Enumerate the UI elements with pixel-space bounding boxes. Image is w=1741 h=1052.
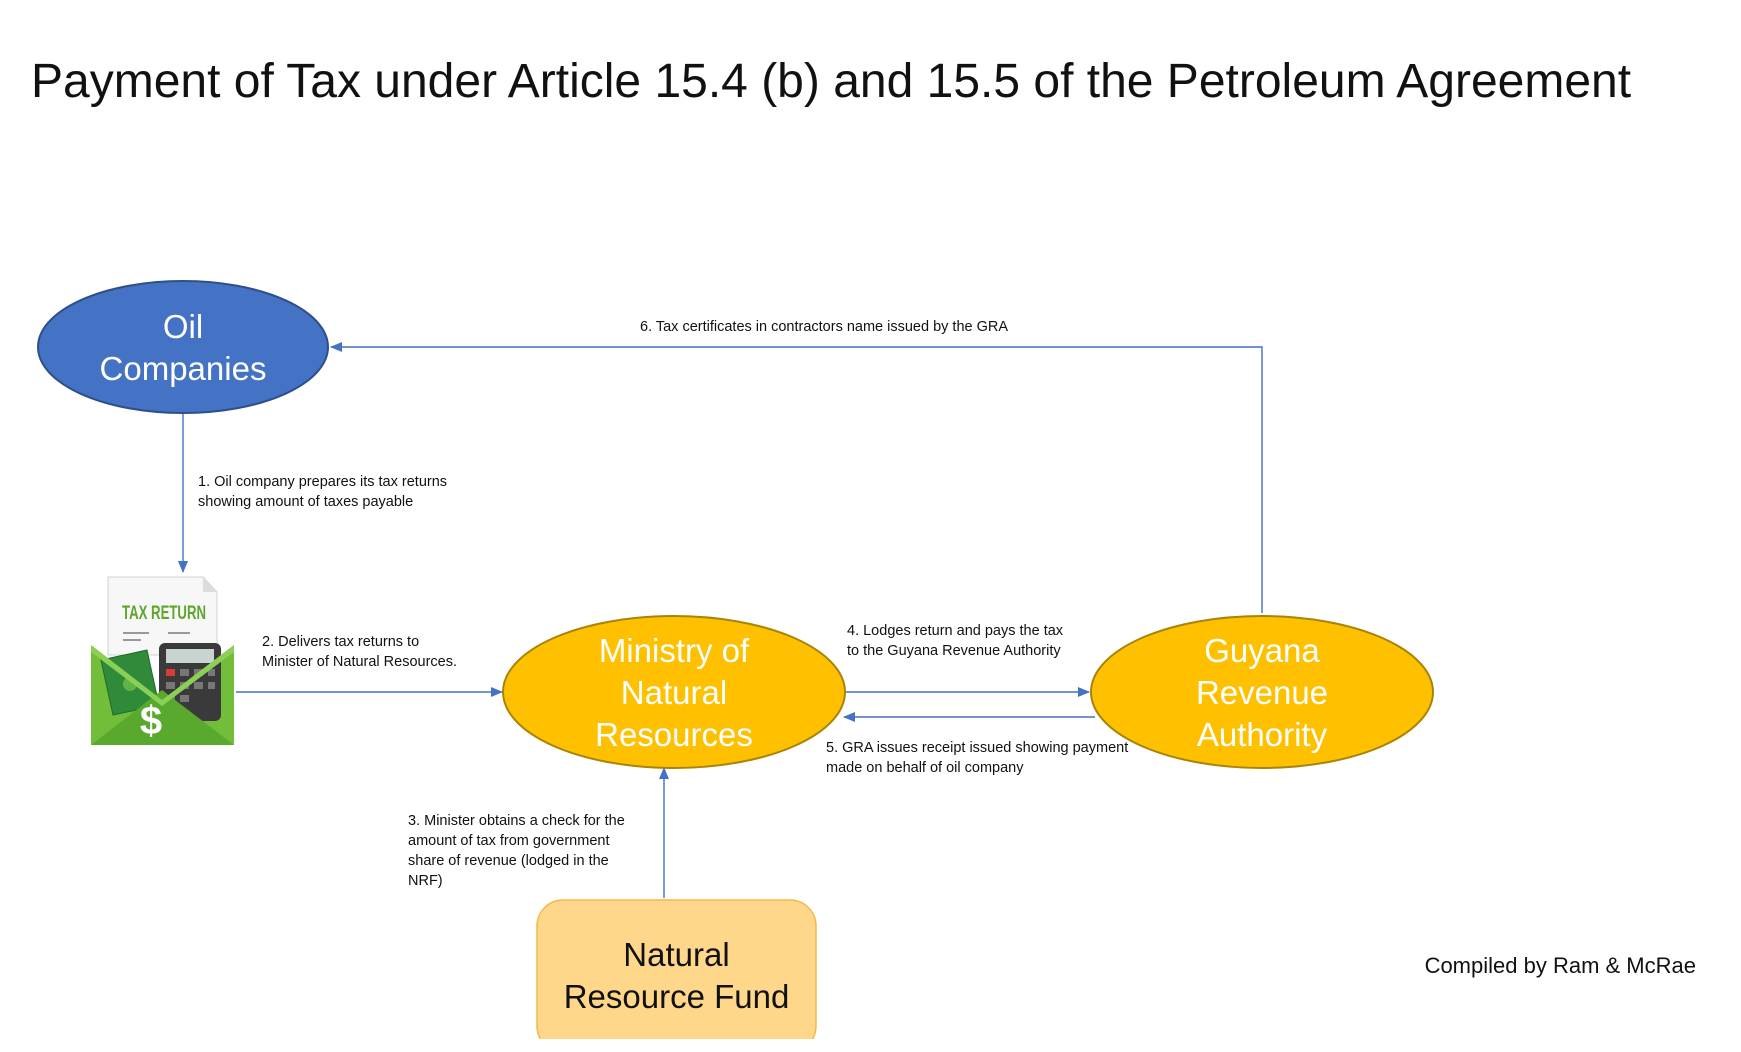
credit-text: Compiled by Ram & McRae (1424, 953, 1696, 978)
step4-label: 4. Lodges return and pays the tax to the… (847, 623, 1064, 659)
nrf-label: Natural Resource Fund (563, 935, 790, 1015)
oil-companies-label: Oil Companies (99, 307, 267, 387)
arrow-step6 (330, 342, 1263, 613)
step2-label: 2. Delivers tax returns to Minister of N… (262, 634, 458, 670)
step3-label: 3. Minister obtains a check for the amou… (408, 813, 625, 889)
gra-node (1090, 615, 1434, 769)
gra-label: Guyana Revenue Authority (1195, 631, 1329, 754)
ministry-label: Ministry of Natural Resources (595, 631, 753, 754)
svg-text:$: $ (140, 699, 162, 743)
tax-return-envelope-icon: TAX RETURN $ (91, 576, 234, 745)
step1-label: 1. Oil company prepares its tax returns … (198, 474, 448, 510)
ministry-node (502, 615, 846, 769)
step5-label: 5. GRA issues receipt issued showing pay… (826, 740, 1129, 776)
tax-return-heading: TAX RETURN (122, 603, 206, 624)
oil-companies-node (37, 280, 329, 414)
page-title: Payment of Tax under Article 15.4 (b) an… (31, 55, 1632, 108)
nrf-node (536, 899, 817, 1039)
step6-label: 6. Tax certificates in contractors name … (640, 319, 1009, 335)
